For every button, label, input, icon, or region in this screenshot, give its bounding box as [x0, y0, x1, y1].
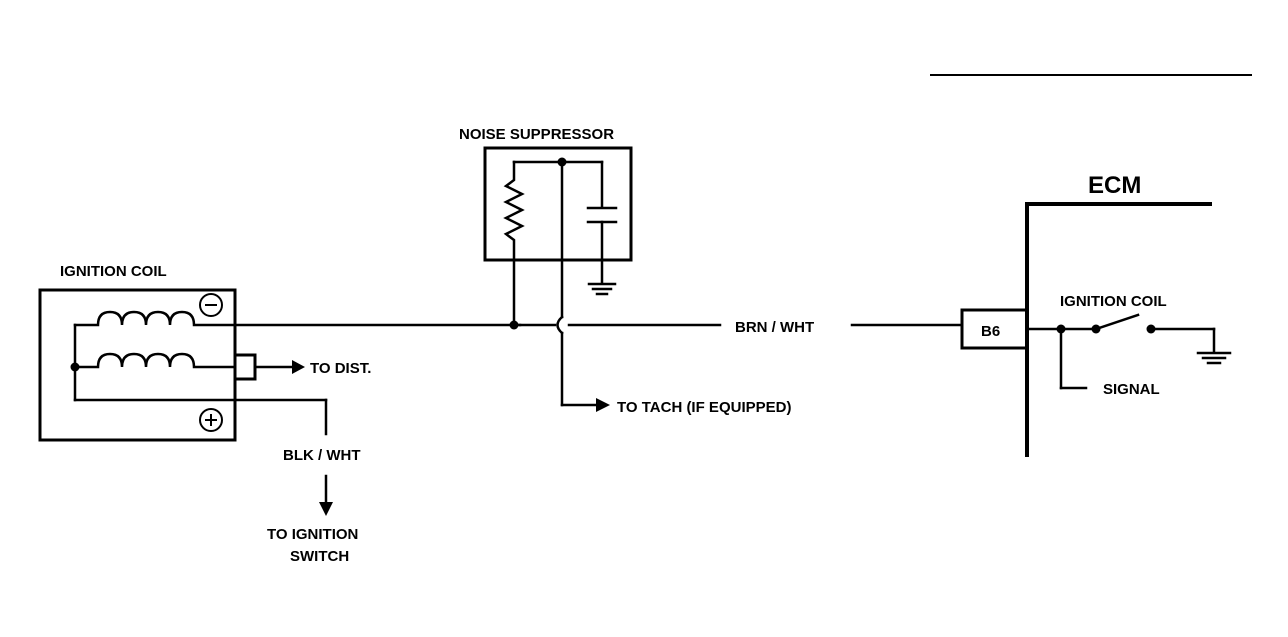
coil-tower — [233, 353, 257, 381]
ecm: ECM B6 IGNITION COIL SIGNAL — [960, 172, 1232, 457]
ignition-coil: IGNITION COIL — [38, 263, 522, 442]
arrow-down-icon — [319, 502, 333, 516]
signal-label: SIGNAL — [1103, 381, 1160, 398]
ecm-terminal-label: B6 — [981, 323, 1000, 340]
splice-dot — [509, 320, 519, 330]
noise-suppressor: NOISE SUPPRESSOR — [459, 126, 633, 407]
switch-icon — [1094, 313, 1140, 331]
ecm-title: ECM — [1088, 172, 1141, 199]
to-distributor-lead: TO DIST. — [253, 360, 371, 377]
primary-winding-coil — [73, 310, 522, 327]
to-tach-lead: TO TACH (IF EQUIPPED) — [560, 398, 791, 416]
negative-terminal-icon — [199, 293, 223, 317]
ignition-switch-lead: BLK / WHT TO IGNITION SWITCH — [267, 398, 360, 565]
resistor-icon — [503, 160, 525, 327]
to-tach-label: TO TACH (IF EQUIPPED) — [617, 399, 791, 416]
ground-icon — [587, 282, 617, 296]
to-dist-label: TO DIST. — [310, 360, 371, 377]
ignition-coil-title: IGNITION COIL — [60, 263, 167, 280]
ecm-housing — [1025, 202, 1212, 457]
secondary-winding-coil — [73, 352, 237, 369]
blk-wht-label: BLK / WHT — [283, 447, 360, 464]
ecm-ignition-coil-label: IGNITION COIL — [1060, 293, 1167, 310]
brn-wht-label: BRN / WHT — [735, 319, 814, 336]
to-ignition-label-line2: SWITCH — [290, 548, 349, 565]
to-ignition-label-line1: TO IGNITION — [267, 526, 358, 543]
arrow-right-icon — [596, 398, 610, 412]
noise-suppressor-box — [483, 146, 633, 262]
ground-icon — [1196, 351, 1232, 365]
positive-terminal-icon — [199, 408, 223, 432]
noise-suppressor-title: NOISE SUPPRESSOR — [459, 126, 614, 143]
arrow-right-icon — [292, 360, 305, 374]
